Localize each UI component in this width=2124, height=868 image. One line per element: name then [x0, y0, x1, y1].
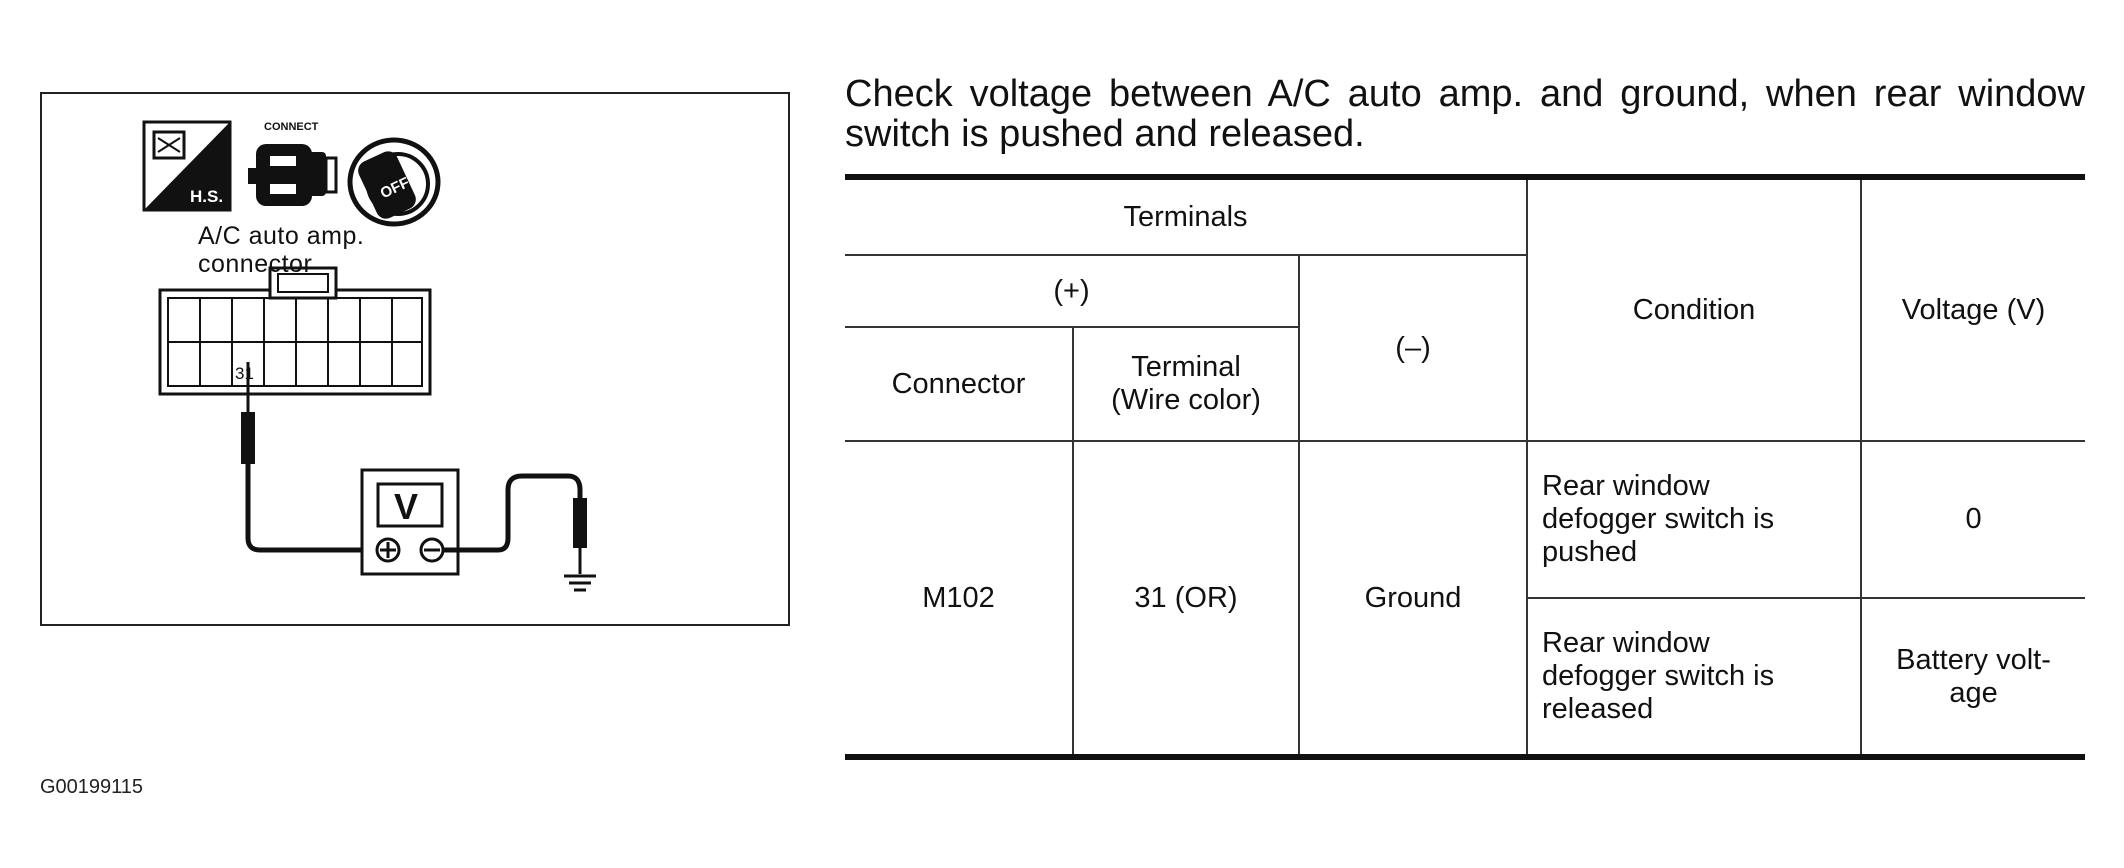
voltage-line: Battery volt-: [1896, 643, 2051, 676]
terminal-header: Terminal (Wire color): [1072, 326, 1299, 442]
pin-number-label: 31: [235, 364, 254, 383]
probe-lead: [241, 362, 362, 553]
condition-line: Rear window: [1542, 470, 1710, 502]
svg-text:CONNECT: CONNECT: [264, 121, 319, 133]
terminals-header: Terminals: [845, 176, 1529, 256]
terminal-header-line1: Terminal: [1131, 351, 1241, 383]
plus-header: (+): [845, 254, 1300, 328]
voltage-line: age: [1949, 676, 1998, 709]
connector-body: [158, 266, 432, 396]
voltage-line: 0: [1965, 503, 1982, 535]
ground-symbol-icon: [564, 574, 596, 592]
hs-icon: H.S.: [142, 120, 232, 212]
ignition-off-icon: OFF: [347, 137, 441, 227]
voltage-cell: 0: [1860, 440, 2086, 599]
connector-label-line1: A/C auto amp.: [198, 222, 365, 250]
connector-header: Connector: [845, 326, 1074, 442]
condition-line: pushed: [1542, 536, 1638, 568]
condition-line: defogger switch is: [1542, 660, 1775, 692]
table-row: M102 31 (OR) Ground Rear window defogger…: [845, 440, 2086, 758]
connector-diagram-panel: H.S. CONNECT OFF: [40, 92, 790, 626]
ground-lead: [443, 473, 587, 574]
condition-line: released: [1542, 693, 1654, 725]
condition-line: defogger switch is: [1542, 503, 1775, 535]
terminal-value: 31 (OR): [1072, 440, 1300, 758]
condition-cell: Rear window defogger switch is released: [1527, 597, 1863, 758]
minus-header: (–): [1297, 254, 1528, 442]
voltmeter-icon: V: [360, 468, 460, 576]
voltage-header: Voltage (V): [1860, 176, 2086, 442]
voltage-spec-table: Terminals Condition Voltage (V) (+) (–) …: [845, 174, 2086, 760]
connector-label-line2: connector: [198, 250, 313, 278]
condition-header: Condition: [1526, 176, 1863, 442]
condition-cell: Rear window defogger switch is pushed: [1526, 440, 1863, 599]
diagram-drawing: H.S. CONNECT OFF: [142, 120, 596, 592]
svg-text:V: V: [394, 486, 418, 527]
voltage-cell: Battery volt- age: [1860, 597, 2086, 758]
terminal-header-line2: (Wire color): [1111, 384, 1261, 416]
figure-id: G00199115: [40, 776, 144, 798]
connector-value: M102: [845, 440, 1074, 758]
minus-value: Ground: [1297, 440, 1529, 758]
instruction-text: Check voltage between A/C auto amp. and …: [845, 73, 2085, 155]
svg-text:H.S.: H.S.: [190, 187, 223, 206]
condition-line: Rear window: [1542, 627, 1710, 659]
table-row: Rear window defogger switch is released …: [845, 597, 2086, 758]
connector-plug-icon: CONNECT: [248, 121, 338, 206]
